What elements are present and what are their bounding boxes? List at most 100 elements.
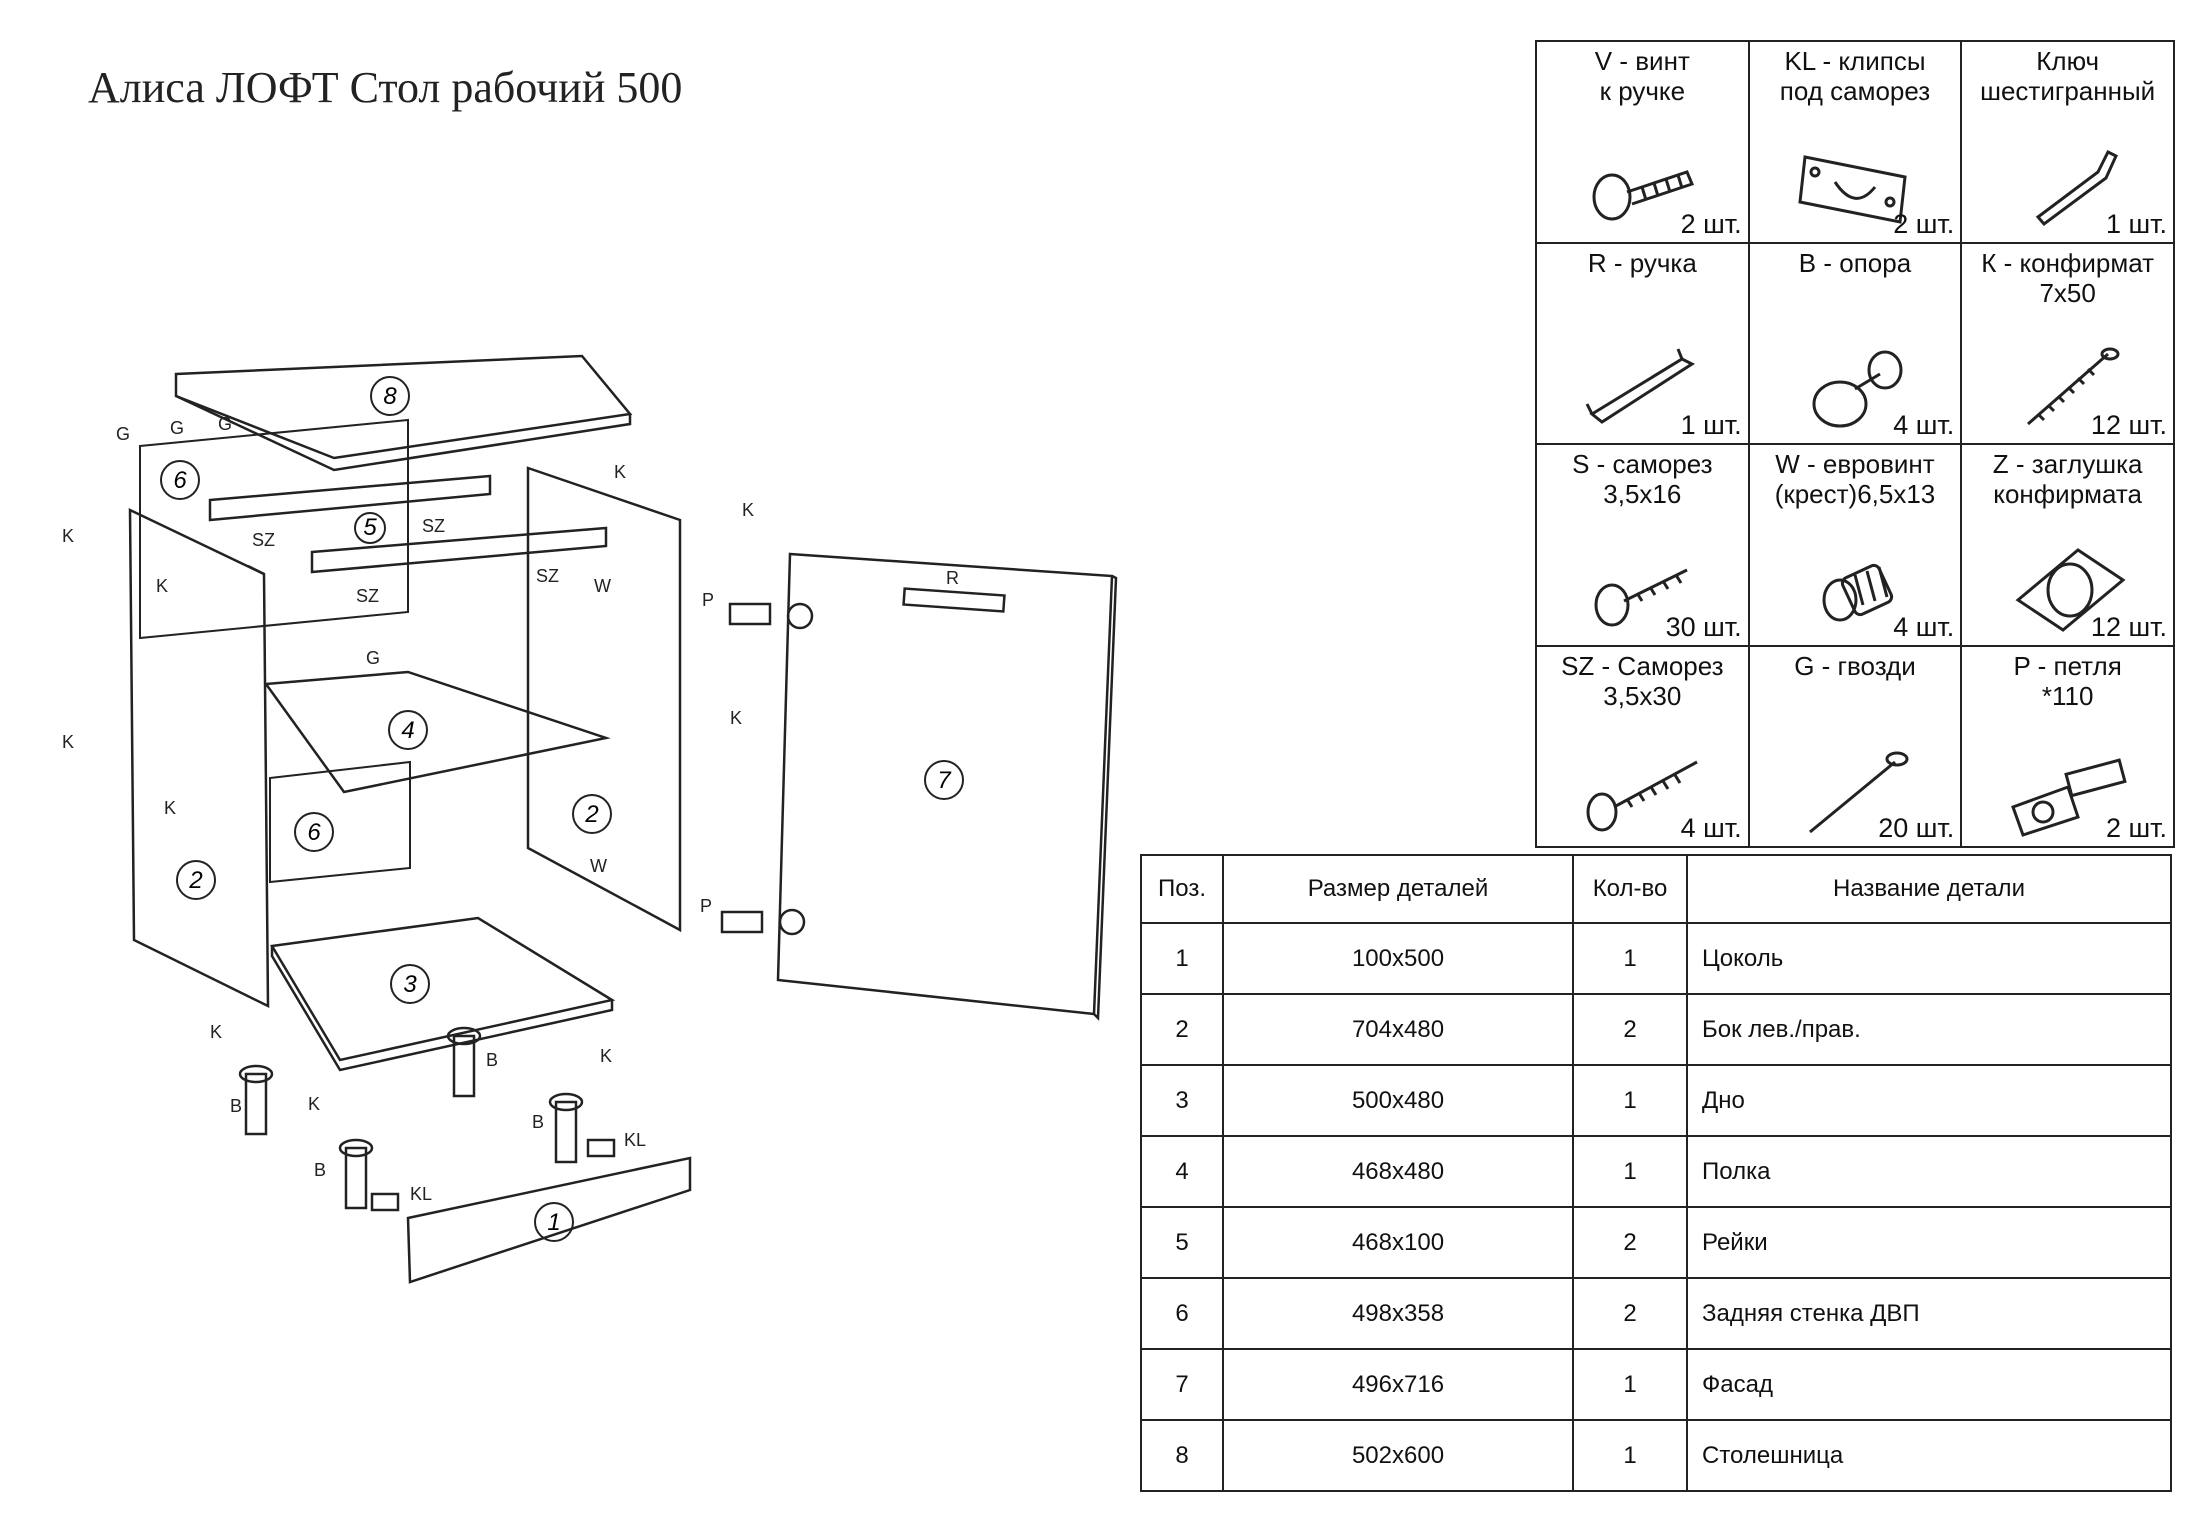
- handle-icon: [1585, 347, 1696, 424]
- left-side-panel: [128, 508, 270, 1009]
- euro-screw-icon: [1822, 563, 1894, 622]
- label-k: K: [62, 526, 74, 546]
- part-number-2-right: 2: [572, 794, 612, 834]
- hardware-grid: V - винт к ручке 2 шт. KL - клипсы под с…: [1535, 40, 2175, 848]
- hardware-cell: G - гвозди 20 шт.: [1747, 644, 1963, 848]
- svg-text:2: 2: [584, 801, 598, 828]
- label-b: B: [532, 1112, 544, 1132]
- svg-text:2: 2: [188, 867, 202, 894]
- part-number-5: 5: [354, 512, 386, 544]
- label-k: K: [730, 708, 742, 728]
- label-p: P: [700, 896, 712, 916]
- hex-key-icon: [2035, 149, 2118, 227]
- leg-supports: [238, 1026, 584, 1210]
- clip-icon: [1798, 155, 1907, 224]
- label-k: K: [614, 462, 626, 482]
- hardware-cell: W - евровинт (крест)6,5х13 4 шт.: [1747, 443, 1963, 647]
- label-g: G: [218, 414, 232, 434]
- hardware-cell: SZ - Саморез 3,5х30 4 шт.: [1535, 644, 1750, 848]
- hinge-icon: [2010, 757, 2127, 837]
- label-k: K: [164, 798, 176, 818]
- label-w: W: [594, 576, 611, 596]
- column-header: Кол-во: [1572, 854, 1688, 924]
- label-b: B: [486, 1050, 498, 1070]
- label-r: R: [946, 568, 959, 588]
- hardware-cell: R - ручка 1 шт.: [1535, 241, 1750, 445]
- hardware-cell: V - винт к ручке 2 шт.: [1535, 40, 1750, 244]
- part-number-6: 6: [160, 460, 200, 500]
- label-sz: SZ: [536, 566, 559, 586]
- part-number-2-left: 2: [176, 860, 216, 900]
- parts-table: Поз. Размер деталей Кол-во Название дета…: [1140, 854, 2172, 1492]
- tabletop-panel: [174, 354, 633, 460]
- label-k: K: [600, 1046, 612, 1066]
- hardware-cell: B - опора 4 шт.: [1747, 241, 1963, 445]
- part-number-6b: 6: [294, 812, 334, 852]
- back-panel-lower: [269, 760, 411, 884]
- svg-text:8: 8: [383, 383, 397, 410]
- plinth-panel: [406, 1156, 692, 1284]
- nail-icon: [1809, 751, 1909, 833]
- table-header-row: Поз. Размер деталей Кол-во Название дета…: [1140, 854, 2172, 924]
- part-number-8: 8: [370, 376, 410, 416]
- part-number-4: 4: [388, 710, 428, 750]
- label-g: G: [116, 424, 130, 444]
- column-header: Поз.: [1140, 854, 1224, 924]
- svg-text:4: 4: [401, 717, 414, 744]
- hardware-cell: Z - заглушка конфирмата 12 шт.: [1960, 443, 2175, 647]
- label-k: K: [210, 1022, 222, 1042]
- label-k: K: [62, 732, 74, 752]
- shelf-panel: [263, 670, 611, 794]
- hardware-cell: S - саморез 3,5х16 30 шт.: [1535, 443, 1750, 647]
- label-b: B: [230, 1096, 242, 1116]
- rail-lower: [310, 526, 608, 574]
- part-number-7: 7: [924, 760, 964, 800]
- part-number-1: 1: [534, 1202, 574, 1242]
- confirmat-icon: [2026, 347, 2120, 425]
- exploded-assembly-diagram: 8 6 5 4 6 2 2 3 7 1 G G G K K K K K K K …: [62, 354, 1118, 1284]
- leg-support-icon: [1812, 350, 1903, 427]
- svg-text:3: 3: [403, 971, 417, 998]
- short-screw-icon: [1594, 568, 1688, 627]
- door-handle-outline: [902, 587, 1006, 613]
- column-header: Размер деталей: [1222, 854, 1574, 924]
- label-g: G: [170, 418, 184, 438]
- bottom-panel: [269, 916, 616, 1062]
- svg-text:5: 5: [363, 514, 377, 541]
- label-sz: SZ: [422, 516, 445, 536]
- label-kl: KL: [624, 1130, 646, 1150]
- hinges: [720, 602, 814, 936]
- cap-icon: [2015, 548, 2126, 632]
- label-sz: SZ: [252, 530, 275, 550]
- hardware-cell: К - конфирмат 7х50 12 шт.: [1960, 241, 2175, 445]
- svg-text:6: 6: [307, 819, 321, 846]
- svg-text:7: 7: [937, 767, 952, 794]
- hardware-cell: KL - клипсы под саморез 2 шт.: [1747, 40, 1963, 244]
- svg-text:6: 6: [173, 467, 187, 494]
- back-panel-upper: [139, 418, 409, 640]
- label-k: K: [308, 1094, 320, 1114]
- right-side-panel: [526, 466, 682, 933]
- label-w: W: [590, 856, 607, 876]
- label-k: K: [156, 576, 168, 596]
- hardware-cell: P - петля *110 2 шт.: [1960, 644, 2175, 848]
- screw-icon: [1592, 170, 1695, 221]
- label-p: P: [702, 590, 714, 610]
- label-kl: KL: [410, 1184, 432, 1204]
- page-title: Алиса ЛОФТ Стол рабочий 500: [88, 63, 683, 112]
- clip-right: [586, 1138, 616, 1158]
- label-k: K: [742, 500, 754, 520]
- long-screw-icon: [1586, 760, 1699, 831]
- rail-upper: [208, 474, 492, 522]
- label-b: B: [314, 1160, 326, 1180]
- label-sz: SZ: [356, 586, 379, 606]
- clip-left: [370, 1192, 400, 1212]
